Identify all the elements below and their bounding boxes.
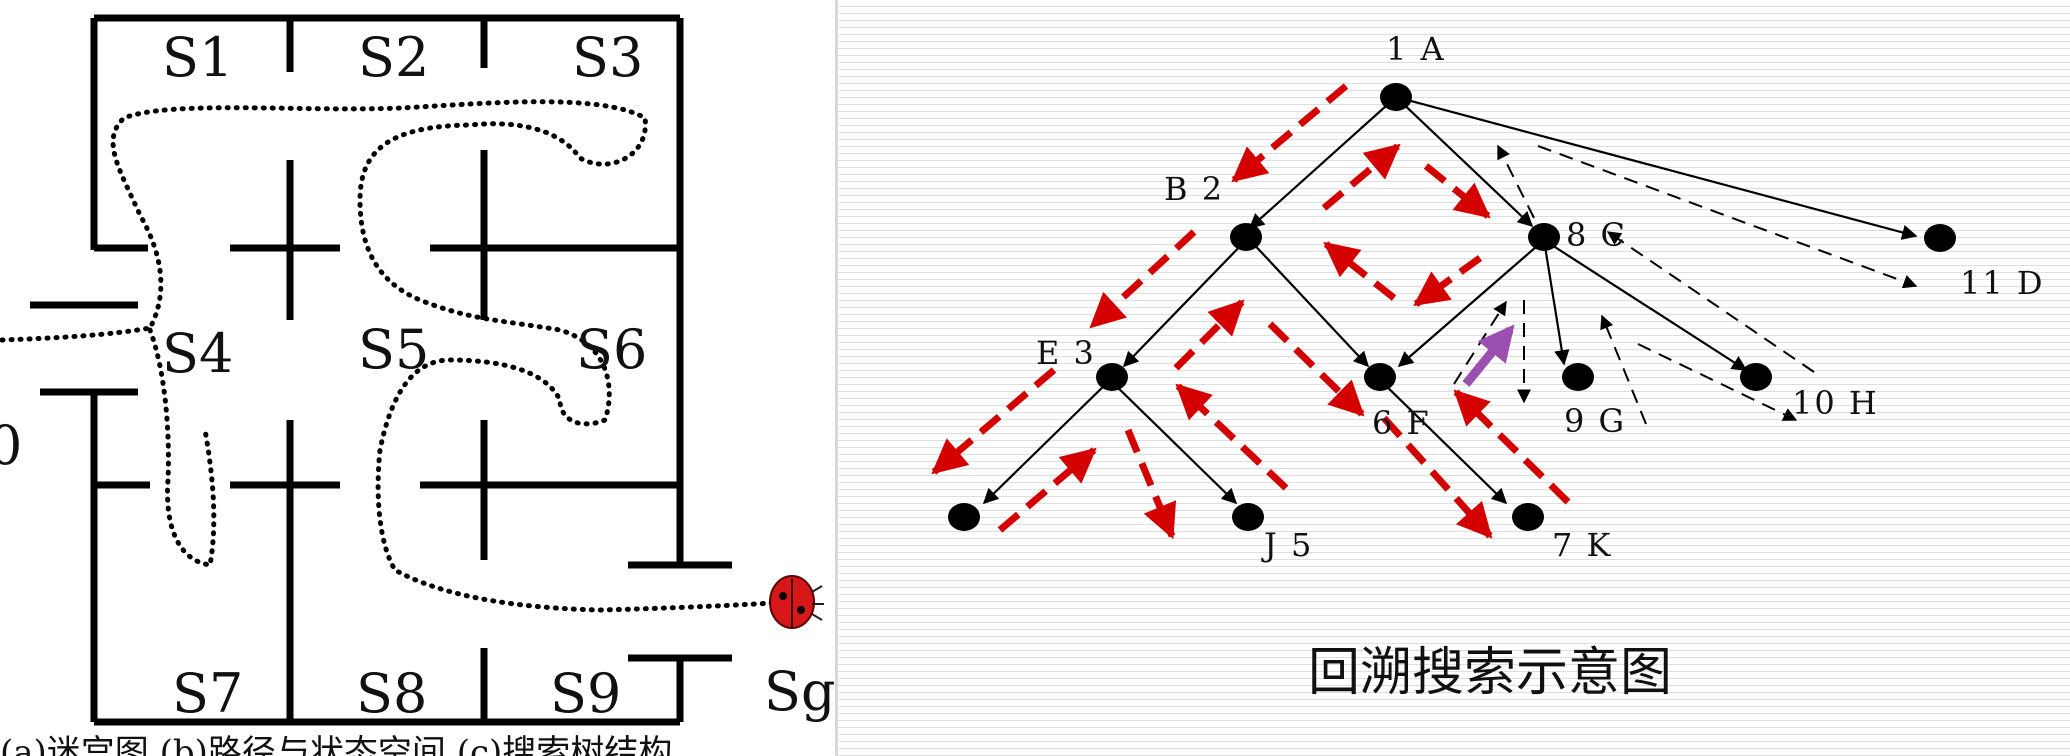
edge-a-b: [1248, 96, 1397, 230]
red-backtrack-arrows: [931, 83, 1571, 540]
edge-c-g: [1542, 239, 1570, 366]
tree-edges: [982, 95, 1918, 505]
edge-a-d: [1395, 95, 1918, 240]
tree-caption: 回溯搜索示意图: [1308, 643, 1672, 703]
node-g: [1562, 363, 1594, 391]
node-label-j: J 5: [1261, 526, 1313, 564]
node-i: [948, 503, 980, 531]
edge-f-k: [1379, 379, 1508, 505]
node-h: [1740, 363, 1772, 391]
node-label-k: 7 K: [1552, 526, 1612, 564]
node-j: [1232, 503, 1264, 531]
node-k: [1512, 503, 1544, 531]
room-label-s7: S7: [172, 662, 243, 725]
edge-c-f: [1397, 239, 1545, 368]
node-label-e: E 3: [1036, 334, 1096, 372]
edge-a-c: [1395, 96, 1534, 228]
ladybug-icon: [769, 575, 824, 629]
node-a: [1380, 83, 1412, 111]
node-f: [1364, 363, 1396, 391]
maze-left-loop: [147, 327, 217, 568]
room-label-s3: S3: [572, 26, 643, 89]
dashed-search-arrows: [1453, 144, 1918, 425]
node-label-h: 10 H: [1792, 384, 1879, 422]
purple-highlight-arrow: [1462, 324, 1515, 387]
room-label-s1: S1: [162, 26, 233, 89]
node-label-g: 9 G: [1564, 402, 1626, 440]
edge-e-j: [1109, 379, 1238, 505]
search-tree-diagram: 1 A B 2 8 C 11 D E 3 6 F 9 G 10 H J 5 7 …: [931, 30, 2045, 703]
panel-divider: [835, 0, 838, 756]
tree-panel: 1 A B 2 8 C 11 D E 3 6 F 9 G 10 H J 5 7 …: [838, 0, 2070, 756]
edge-c-h: [1543, 239, 1748, 371]
maze-solution-path: [0, 99, 793, 613]
maze-walls: [30, 14, 732, 726]
room-label-s2: S2: [358, 26, 429, 89]
node-label-c: 8 C: [1566, 216, 1627, 254]
node-e: [1096, 363, 1128, 391]
room-label-s4: S4: [162, 322, 233, 385]
node-c: [1528, 223, 1560, 251]
maze-diagram: S1 S2 S3 S4 S5 S6 S7 S8 S9 Sg 0 (a)迷宫图 (…: [0, 14, 835, 756]
node-label-a: 1 A: [1386, 30, 1446, 68]
exit-label: Sg: [764, 660, 835, 723]
room-label-s5: S5: [358, 318, 429, 381]
node-label-d: 11 D: [1960, 264, 2045, 302]
node-b: [1230, 223, 1262, 251]
room-label-s8: S8: [356, 662, 427, 725]
maze-bottom-caption: (a)迷宫图 (b)路径与状态空间 (c)搜索树结构: [0, 733, 672, 756]
entry-label: 0: [0, 414, 22, 477]
edge-b-e: [1122, 237, 1249, 368]
room-label-s9: S9: [550, 662, 621, 725]
tree-nodes: [948, 83, 1956, 531]
maze-panel: S1 S2 S3 S4 S5 S6 S7 S8 S9 Sg 0 (a)迷宫图 (…: [0, 0, 835, 756]
node-label-b: B 2: [1164, 170, 1224, 208]
edge-e-i: [982, 379, 1111, 505]
room-label-s6: S6: [576, 318, 647, 381]
node-d: [1924, 224, 1956, 252]
node-label-f: 6 F: [1372, 404, 1431, 442]
edge-b-f: [1247, 237, 1370, 368]
